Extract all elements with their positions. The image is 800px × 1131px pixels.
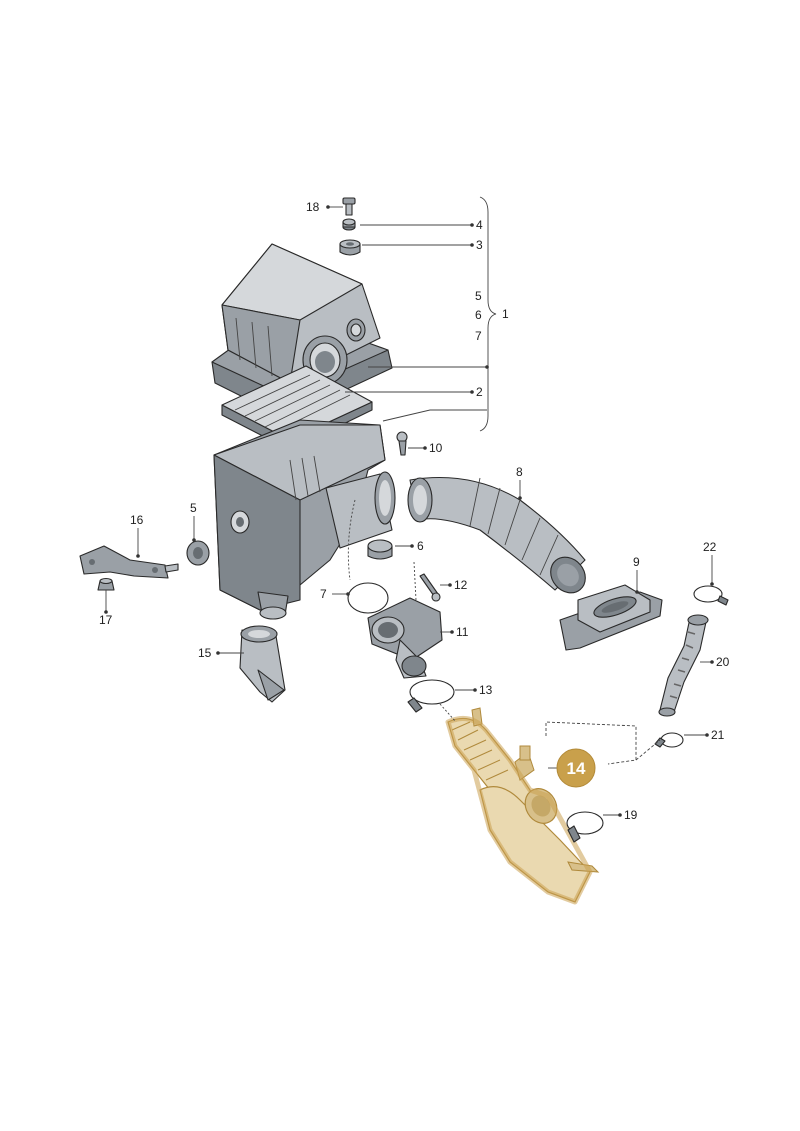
callout-7: 7 [320, 587, 327, 601]
callout-20: 20 [716, 655, 730, 669]
callout-21: 21 [711, 728, 725, 742]
callout-18: 18 [306, 200, 320, 214]
callout-11: 11 [456, 625, 469, 639]
part-8-intake-hose [407, 476, 586, 594]
callout-19: 19 [624, 808, 638, 822]
callout-labels: 18 4 3 5 6 7 1 2 10 8 6 9 16 5 17 15 7 1… [99, 200, 730, 822]
part-17-nut [97, 577, 115, 591]
part-9-inlet-flange [559, 584, 663, 651]
lower-housing-outlet-stub [325, 471, 396, 549]
part-6-cap [367, 539, 393, 560]
callout-6-group: 6 [475, 308, 482, 322]
part-5-grommet [186, 540, 210, 566]
lid-sensor-port [346, 318, 366, 342]
lid-outlet-pipe [302, 335, 348, 385]
callout-12: 12 [454, 578, 468, 592]
callout-5: 5 [190, 501, 197, 515]
part-7-o-ring [347, 582, 389, 614]
part-4-washer [342, 218, 356, 231]
callout-3: 3 [476, 238, 483, 252]
air-filter-upper-housing [211, 243, 393, 419]
callout-2: 2 [476, 385, 483, 399]
callout-8: 8 [516, 465, 523, 479]
part-21-hose-clamp [654, 732, 684, 748]
part-10-screw [396, 431, 408, 456]
callout-6: 6 [417, 539, 424, 553]
leader-dots [104, 205, 714, 817]
part-15-air-duct [239, 625, 286, 703]
callout-5-group: 5 [475, 289, 482, 303]
callout-7-group: 7 [475, 329, 482, 343]
part-14-highlighted-hose [445, 707, 600, 905]
callout-1: 1 [502, 307, 509, 321]
part-13-hose-clamp [407, 679, 455, 713]
callout-9: 9 [633, 555, 640, 569]
part-18-screw [342, 197, 356, 216]
callout-14-badge[interactable]: 14 [556, 748, 596, 788]
part-20-breather-hose [658, 614, 709, 717]
leader-lines [105, 196, 713, 816]
callout-4: 4 [476, 218, 483, 232]
callout-10: 10 [429, 441, 443, 455]
part-22-hose-clamp [693, 585, 729, 606]
part-3-grommet [339, 239, 361, 256]
air-filter-lower-housing [213, 419, 396, 620]
lower-housing-bottom-outlet [257, 591, 289, 620]
callout-15: 15 [198, 646, 212, 660]
callout-22: 22 [703, 540, 717, 554]
part-16-bracket [79, 545, 179, 579]
part-11-adapter-housing [367, 597, 443, 679]
callout-17: 17 [99, 613, 113, 627]
callout-16: 16 [130, 513, 144, 527]
drain-valve-boss [230, 510, 250, 534]
callout-14: 14 [567, 759, 586, 778]
part-19-hose-clamp [566, 811, 604, 843]
part-12-screw [419, 573, 441, 602]
callout-13: 13 [479, 683, 493, 697]
